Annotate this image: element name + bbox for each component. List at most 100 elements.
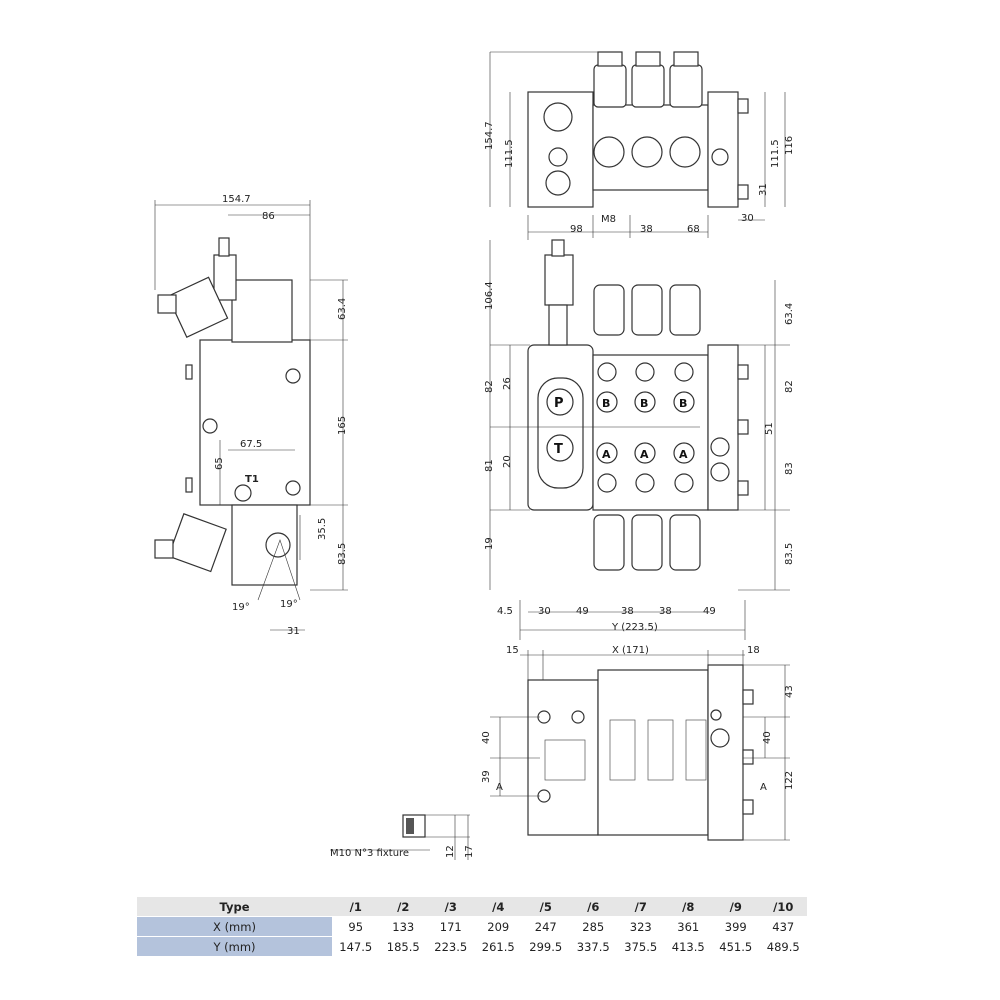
dim-top-h-bolt: 31	[758, 183, 769, 196]
table-cell: 223.5	[434, 939, 468, 954]
table-cell: 185.5	[386, 939, 420, 954]
table-cell: 133	[392, 919, 415, 934]
dim-top-h-right: 111.5	[770, 139, 781, 168]
port-a3-label: A	[679, 448, 688, 461]
port-b3-label: B	[679, 397, 687, 410]
dim-width-total: 154.7	[222, 194, 251, 205]
section-a-right: A	[760, 782, 767, 793]
dim-top-w-end: 30	[741, 213, 754, 224]
section-a-left: A	[496, 782, 503, 793]
dim-bottom-h-low-left: 39	[481, 770, 492, 783]
header-type-col: /5	[539, 899, 552, 914]
table-cell: 489.5	[766, 939, 800, 954]
dim-front-off-b: 26	[502, 377, 513, 390]
header-type-col: /6	[587, 899, 600, 914]
table-cell: 209	[487, 919, 510, 934]
dim-width-top: 86	[262, 211, 275, 222]
header-type-col: /1	[349, 899, 362, 914]
table-cell: 147.5	[339, 939, 373, 954]
dim-front-w-edge: 4.5	[497, 606, 513, 617]
type-dimension-table: Type/1/2/3/4/5/6/7/8/9/10 X (mm) 95 133 171…	[137, 897, 807, 956]
dim-front-w-total: Y (223.5)	[611, 622, 658, 633]
dim-thread: M8	[601, 214, 616, 225]
dim-h-low1: 35.5	[317, 518, 328, 540]
side-view: 154.7 86 63.4 165 67.5 65 T1 35.5 83.5 1…	[154, 194, 348, 637]
dim-h-top: 63.4	[337, 298, 348, 320]
front-view: P T B B B A A A 106.4 63.4 82 26 81 20 1…	[484, 239, 795, 640]
dim-angle-left: 19°	[232, 602, 250, 613]
table-cell: 285	[582, 919, 605, 934]
top-view: 154.7 111.5 111.5 116 31 M8 98 38 68 30	[484, 51, 795, 240]
table-cell: 323	[629, 919, 652, 934]
dim-front-w-last: 49	[703, 606, 716, 617]
dim-bottom-h-total: 122	[784, 771, 795, 790]
dim-port-y: 65	[214, 457, 225, 470]
header-type-col: /10	[773, 899, 794, 914]
dim-bottom-total: X (171)	[612, 645, 649, 656]
dim-front-w-first: 49	[576, 606, 589, 617]
dim-front-off-a: 20	[502, 455, 513, 468]
table-row: Y (mm) 147.5 185.5 223.5 261.5 299.5 337.5 375.…	[137, 936, 807, 956]
dim-base: 31	[287, 626, 300, 637]
port-t1-label: T1	[245, 474, 259, 485]
table-cell: 437	[772, 919, 795, 934]
header-type-col: /3	[444, 899, 457, 914]
header-type: Type	[219, 899, 250, 914]
table-cell: 247	[534, 919, 557, 934]
dim-bottom-right: 18	[747, 645, 760, 656]
row-label: X (mm)	[137, 916, 332, 937]
dim-front-h-bottom: 19	[484, 537, 495, 550]
header-type-col: /2	[397, 899, 410, 914]
fixture-dim-2: 17	[464, 845, 475, 858]
fixture-dim-1: 12	[445, 845, 456, 858]
dim-top-h-total: 154.7	[484, 121, 495, 150]
table-cell: 299.5	[529, 939, 563, 954]
table-cell: 95	[348, 919, 364, 934]
table-cell: 399	[724, 919, 747, 934]
bottom-view: 15 X (171) 18 43 40 40 39 122 A A	[481, 645, 795, 841]
dim-front-h-low-right: 83.5	[784, 543, 795, 565]
dim-h-body: 165	[337, 416, 348, 435]
dim-front-h-b-right: 82	[784, 380, 795, 393]
dim-top-pitch: 38	[640, 224, 653, 235]
dim-top-w-outlet: 68	[687, 224, 700, 235]
port-p-label: P	[554, 396, 564, 411]
dim-front-h-mid-right: 51	[764, 422, 775, 435]
dim-bottom-left: 15	[506, 645, 519, 656]
table-cell: 361	[677, 919, 700, 934]
dim-front-h-b-left: 82	[484, 380, 495, 393]
dim-front-h-top-left: 106.4	[484, 281, 495, 310]
dim-front-h-a-left: 81	[484, 459, 495, 472]
dim-front-h-top-right: 63.4	[784, 303, 795, 325]
header-type-col: /9	[729, 899, 742, 914]
fixture-label: M10 N°3 fixture	[330, 848, 409, 859]
dim-bottom-h-top: 43	[784, 685, 795, 698]
dim-front-pitch1: 38	[621, 606, 634, 617]
dim-port-x: 67.5	[240, 439, 262, 450]
fixture-detail: M10 N°3 fixture 12 17	[330, 814, 475, 860]
port-t-label: T	[554, 442, 563, 457]
header-type-col: /8	[682, 899, 695, 914]
port-b1-label: B	[602, 397, 610, 410]
table-cell: 261.5	[481, 939, 515, 954]
table-cell: 413.5	[671, 939, 705, 954]
dim-front-h-a-right: 83	[784, 462, 795, 475]
table-row: X (mm) 95 133 171 209 247 285 323 361 399 437	[137, 916, 807, 937]
port-a2-label: A	[640, 448, 649, 461]
dim-front-w-inlet: 30	[538, 606, 551, 617]
port-b2-label: B	[640, 397, 648, 410]
dim-bottom-h-mid-right: 40	[762, 731, 773, 744]
dim-top-h-left: 111.5	[504, 139, 515, 168]
table-cell: 171	[439, 919, 462, 934]
table-cell: 337.5	[576, 939, 610, 954]
dim-bottom-h-mid-left: 40	[481, 731, 492, 744]
dim-top-h-right2: 116	[784, 136, 795, 155]
port-a1-label: A	[602, 448, 611, 461]
row-label: Y (mm)	[137, 936, 332, 956]
table-cell: 451.5	[719, 939, 753, 954]
header-type-col: /4	[492, 899, 505, 914]
dim-top-w-inlet: 98	[570, 224, 583, 235]
table-cell: 375.5	[624, 939, 658, 954]
header-type-col: /7	[634, 899, 647, 914]
